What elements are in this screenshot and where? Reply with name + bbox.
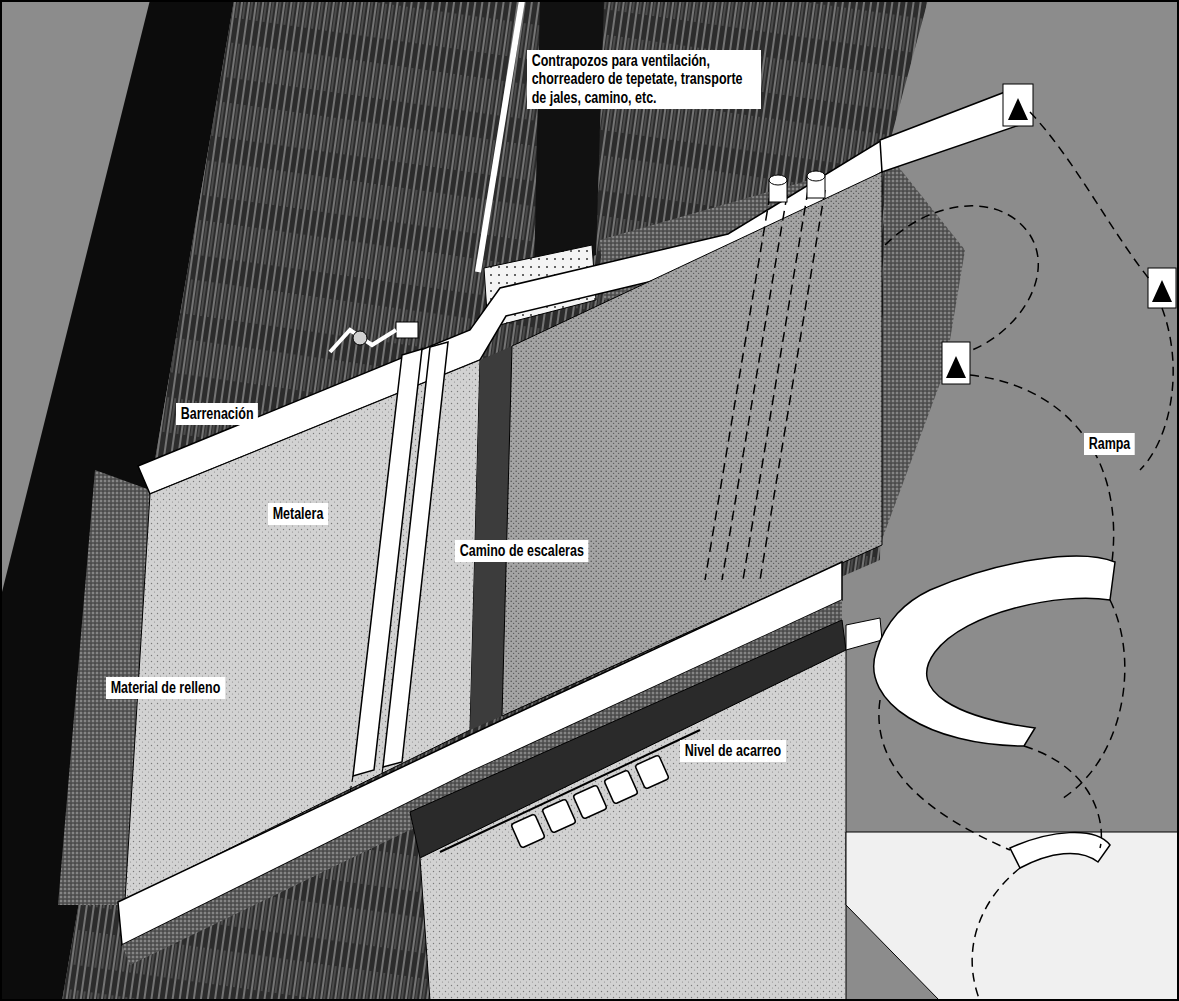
drift-wall — [420, 650, 846, 1001]
ore-vein — [62, 0, 928, 1001]
part-label: Material de relleno — [106, 677, 225, 699]
ramp-hidden — [879, 700, 1010, 850]
miner-figure — [353, 331, 367, 345]
drill-boom — [330, 330, 396, 352]
raise-hidden — [760, 190, 825, 580]
raise-hidden — [705, 195, 770, 580]
ramp-opening — [946, 356, 966, 378]
raise-collar — [807, 171, 825, 181]
service-raises — [705, 171, 825, 580]
ramp-hidden — [1140, 308, 1173, 470]
ramp-portal — [1148, 268, 1176, 308]
part-label: Nivel de acarreo — [680, 740, 786, 762]
ramp-portal — [942, 342, 970, 384]
ladderway — [383, 342, 448, 767]
ramp — [846, 84, 1176, 1001]
mine-car — [635, 755, 669, 789]
ore-train — [511, 755, 669, 848]
lower-floor — [846, 832, 1179, 1001]
part-label: Metalera — [268, 503, 328, 525]
ramp-section — [874, 556, 1115, 746]
part-label: Rampa — [1084, 433, 1135, 455]
mine-car — [542, 799, 576, 833]
ramp-opening — [1152, 280, 1172, 302]
raise-collar — [769, 175, 787, 185]
drill-rig — [330, 322, 418, 352]
raise-shaft — [534, 0, 604, 278]
raise-line — [478, 0, 522, 272]
drill-body — [396, 322, 418, 338]
ramp-section — [1010, 833, 1110, 868]
part-label: Camino de escaleras — [455, 540, 589, 562]
ramp-portal — [1003, 84, 1033, 126]
ramp-access — [846, 618, 882, 650]
ramp-hidden — [885, 206, 1038, 350]
part-label: Contrapozos para ventilación, chorreader… — [527, 50, 761, 109]
ramp-opening — [1008, 98, 1028, 120]
rail-track — [440, 730, 700, 852]
raise-hidden — [743, 190, 808, 580]
ramp-hidden — [1030, 112, 1150, 280]
raise-hidden — [722, 195, 787, 580]
mine-car — [573, 785, 607, 819]
mine-car — [604, 770, 638, 804]
mine-car — [511, 814, 545, 848]
ramp-hidden — [972, 868, 1020, 1001]
ramp-hidden — [1024, 746, 1101, 848]
ramp-hidden — [970, 375, 1114, 562]
part-label: Barrenación — [176, 403, 258, 425]
